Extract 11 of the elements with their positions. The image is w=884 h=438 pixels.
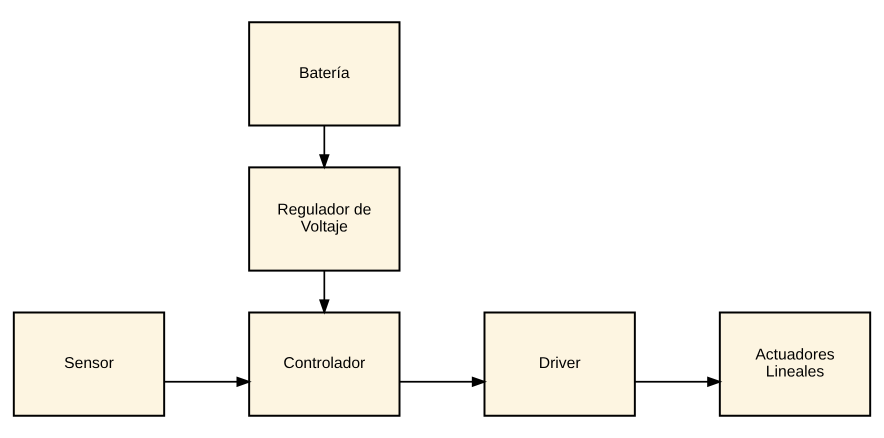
arrow [319, 126, 330, 170]
arrow [164, 376, 252, 388]
arrow [319, 270, 330, 315]
node-box: Regulador de Voltaje [248, 166, 400, 272]
arrow [400, 376, 488, 388]
node-box: Sensor [12, 312, 166, 417]
node-box: Batería [248, 21, 400, 126]
node-box: Actuadores Lineales [718, 312, 872, 417]
node-box: Controlador [248, 312, 400, 417]
arrow [635, 376, 722, 388]
node-box: Driver [484, 312, 636, 417]
